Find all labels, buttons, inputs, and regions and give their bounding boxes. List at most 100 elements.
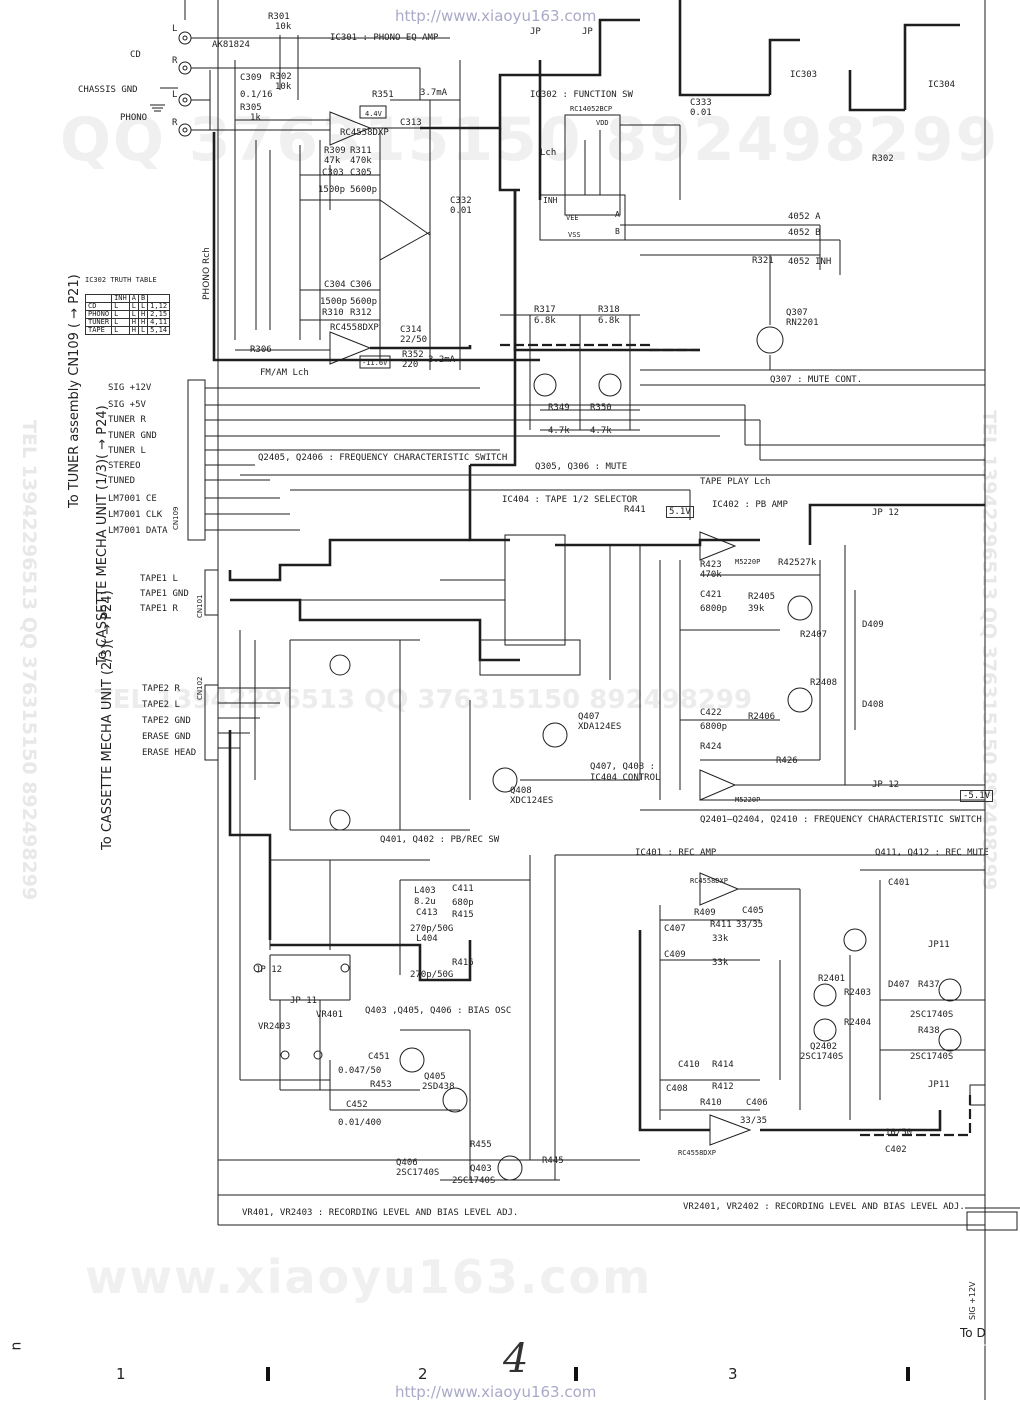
grid-tick [574,1367,578,1381]
c332: C332 [450,196,472,206]
c304: C304 [324,280,346,290]
v5600p: 5600p [350,185,378,195]
cn109-label: CN109 [172,506,180,531]
cn109-pin: STEREO [108,461,141,471]
jack-l-2: L [172,90,178,100]
r2406: R2406 [748,712,776,722]
truth-cell: H [128,326,139,335]
handwritten-page-number: 4 [503,1336,529,1382]
r312: R312 [350,308,372,318]
cn101-pin: TAPE1 L [140,574,178,584]
v5600p-b: 5600p [350,297,378,307]
4052-a-label: 4052 A [788,212,821,222]
current-32ma: 3.2mA [428,355,456,365]
cn101-label: CN101 [196,594,204,619]
v39k: 39k [748,604,765,614]
r2405: R2405 [748,592,776,602]
r424: R424 [700,742,722,752]
margin-mark: u [8,1341,25,1351]
ic304: IC304 [928,80,956,90]
watermark-big-bottom: www.xiaoyu163.com [85,1250,653,1304]
q408: Q408 [510,786,532,796]
cn109-pin: LM7001 DATA [108,526,168,536]
jp-label-2: JP [582,27,593,37]
jp12-b: JP 12 [872,780,900,790]
vr2401-label: VR2401, VR2402 : RECORDING LEVEL AND BIA… [683,1202,965,1212]
v33k-b: 33k [712,958,729,968]
inh-label: INH [543,196,558,205]
tape-play-lch-label: TAPE PLAY Lch [700,477,771,487]
r301: R301 [268,12,290,22]
q405: Q405 [424,1072,446,1082]
4052-inh-label: 4052 INH [788,257,832,267]
v2sc1740-d: 2SC1740S [910,1010,954,1020]
c306: C306 [350,280,372,290]
ak8124: AK81824 [212,40,250,50]
input-phono-label: PHONO [120,113,148,123]
cn109-pin: LM7001 CLK [108,510,163,520]
v33k-a: 33k [712,934,729,944]
minus-11v-label: -11.6V [362,359,388,367]
truth-table-title: IC302 TRUTH TABLE [85,276,157,284]
minus-5v-box: -5.1V [960,790,994,802]
ic401-part-b: RC4558DXP [678,1149,716,1157]
q2402: Q2402 [810,1042,838,1052]
v470k: 470k [350,156,372,166]
truth-cell: TAPE [84,326,113,335]
c314: C314 [400,325,422,335]
v1500p: 1500p [318,185,346,195]
v470k-pb: 470k [700,570,722,580]
r309: R309 [324,146,346,156]
c313: C313 [400,118,422,128]
5v-box: 5.1V [666,506,694,518]
r352: R352 [402,350,424,360]
q411-label: Q411, Q412 : REC MUTE [875,848,989,858]
ic401-label: IC401 : REC AMP [635,848,717,858]
r2408: R2408 [810,678,838,688]
v2sd438: 2SD438 [422,1082,455,1092]
watermark-url-bottom: http://www.xiaoyu163.com [395,1383,597,1401]
xda124: XDA124ES [578,722,622,732]
rn2201: RN2201 [786,318,819,328]
jack-r-1: R [172,56,178,66]
q2401-label: Q2401–Q2404, Q2410 : FREQUENCY CHARACTER… [700,815,982,825]
cn109-pin: SIG +5V [108,400,146,410]
lch-label: Lch [540,148,557,158]
q305-label: Q305, Q306 : MUTE [535,462,628,472]
r438: R438 [918,1026,940,1036]
cn102-pin: TAPE2 R [142,684,180,694]
vr401-label: VR401, VR2403 : RECORDING LEVEL AND BIAS… [242,1208,519,1218]
cn101-pin: TAPE1 R [140,604,178,614]
cn109-pin: TUNED [108,476,136,486]
ic401-part-a: RC4558DXP [690,877,728,885]
r437: R437 [918,980,940,990]
v47k-mute-b: 4.7k [590,426,612,436]
tuner-connector-title: To TUNER assembly CN109 ( → P21) [67,274,82,508]
r410: R410 [700,1098,722,1108]
cn109-pin: LM7001 CE [108,494,157,504]
d408: D408 [862,700,884,710]
v1500p-b: 1500p [320,297,348,307]
r310: R310 [322,308,344,318]
cn109-pin: SIG +12V [108,383,152,393]
c314-val: 22/50 [400,335,428,345]
r318: R318 [598,305,620,315]
watermark-url-top: http://www.xiaoyu163.com [395,7,597,25]
v10k-b: 10k [275,82,292,92]
vee-label: VEE [566,214,579,222]
r411: R411 [710,920,732,930]
ic302-label: IC302 : FUNCTION SW [530,90,633,100]
v10-50: 10/50 [885,1128,913,1138]
r321: R321 [752,256,774,266]
ic302-part: RC14052BCP [570,105,613,113]
r415: R415 [452,910,474,920]
ic402-label: IC402 : PB AMP [712,500,788,510]
c411: C411 [452,884,474,894]
fm-am-lch-label: FM/AM Lch [260,368,309,378]
v2sc1740-c: 2SC1740S [800,1052,844,1062]
jack-r-2: R [172,118,178,128]
cn109-pin: TUNER L [108,446,146,456]
v33-35-a: 33/35 [736,920,764,930]
q2405-label: Q2405, Q2406 : FREQUENCY CHARACTERISTIC … [258,453,508,463]
c401: C401 [888,878,910,888]
